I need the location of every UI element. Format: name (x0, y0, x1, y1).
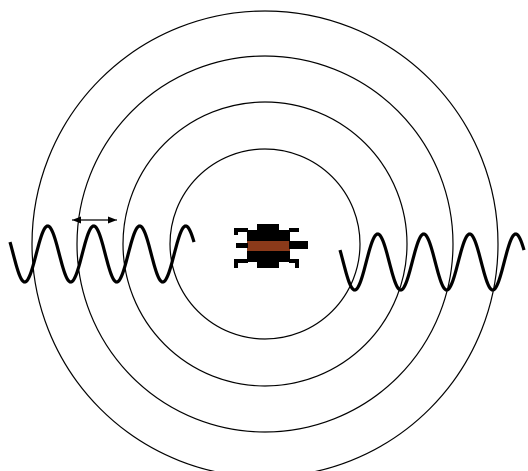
bug-leg (234, 259, 238, 268)
bug-leg (236, 243, 248, 248)
bug-leg (295, 259, 299, 268)
bug-stripe (247, 241, 290, 251)
arrow-head-right (108, 217, 117, 224)
arrow-head-left (72, 217, 81, 224)
wavelength-double-arrow-icon (72, 217, 117, 224)
bug-tail (257, 260, 279, 268)
bug-head (257, 224, 279, 232)
bug-icon (234, 224, 308, 268)
bug-leg (289, 228, 299, 232)
bug-leg (289, 241, 308, 249)
wave-right (340, 234, 524, 290)
wave-left (10, 226, 194, 282)
bug-leg (234, 228, 238, 235)
